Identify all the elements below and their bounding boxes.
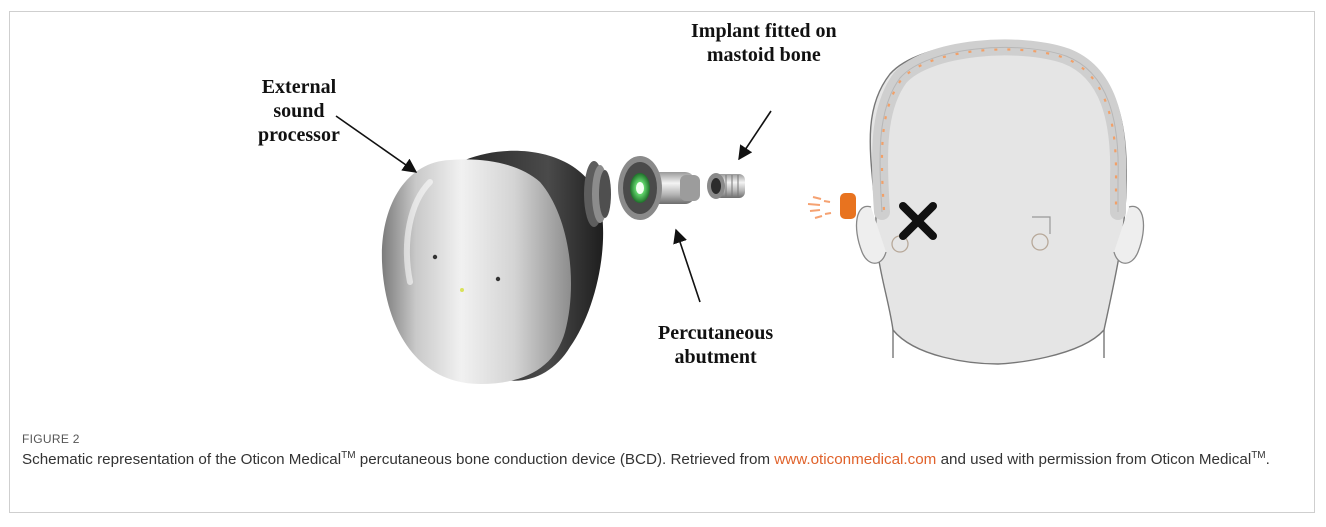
caption-part-3: and used with permission from Oticon Med… [936,451,1251,468]
abutment-image [618,156,700,220]
caption-end: . [1266,451,1270,468]
caption-part-2: percutaneous bone conduction device (BCD… [356,451,775,468]
caption-part-1: Schematic representation of the Oticon M… [22,451,341,468]
label-percutaneous-abutment: Percutaneous abutment [658,321,773,369]
head-schematic [808,42,1144,364]
sound-processor-image [382,151,611,384]
figure-frame: External sound processor Implant fitted … [9,11,1315,513]
label-implant: Implant fitted on mastoid bone [691,19,837,67]
trademark-1: TM [341,450,355,461]
oticon-link[interactable]: www.oticonmedical.com [774,451,936,468]
implant-arrow [739,111,771,159]
abutment-arrow [676,230,700,302]
figure-number: FIGURE 2 [22,432,80,446]
trademark-2: TM [1251,450,1265,461]
figure-caption: Schematic representation of the Oticon M… [22,449,1292,470]
processor-arrow [336,116,416,172]
label-external-sound-processor: External sound processor [258,75,340,147]
implant-image [707,173,745,199]
